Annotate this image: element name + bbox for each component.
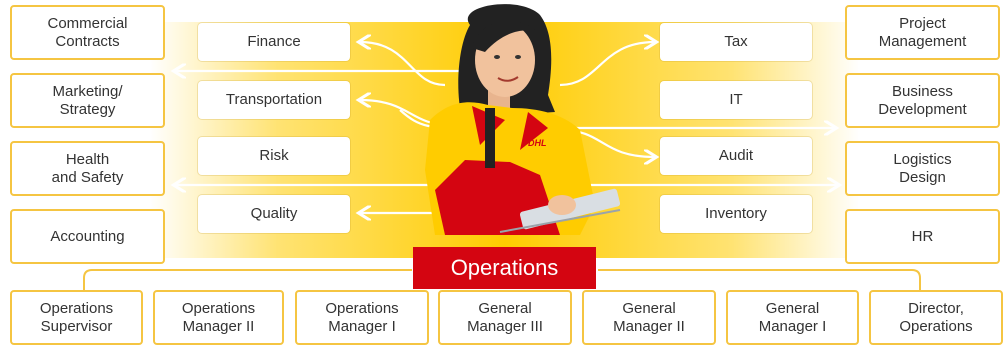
role-general-manager-ii: General Manager II: [582, 290, 716, 345]
area-transportation: Transportation: [198, 81, 350, 119]
area-marketing-strategy: Marketing/ Strategy: [10, 73, 165, 128]
area-project-management: Project Management: [845, 5, 1000, 60]
area-logistics-design: Logistics Design: [845, 141, 1000, 196]
area-inventory: Inventory: [660, 195, 812, 233]
area-accounting: Accounting: [10, 209, 165, 264]
area-business-development: Business Development: [845, 73, 1000, 128]
arrow-finance: [360, 42, 446, 87]
area-it: IT: [660, 81, 812, 119]
role-operations-supervisor: Operations Supervisor: [10, 290, 143, 345]
area-audit: Audit: [660, 137, 812, 175]
area-quality: Quality: [198, 195, 350, 233]
area-finance: Finance: [198, 23, 350, 61]
area-tax: Tax: [660, 23, 812, 61]
role-general-manager-i: General Manager I: [726, 290, 859, 345]
role-general-manager-iii: General Manager III: [438, 290, 572, 345]
area-commercial-contracts: Commercial Contracts: [10, 5, 165, 60]
area-risk: Risk: [198, 137, 350, 175]
role-operations-manager-i: Operations Manager I: [295, 290, 429, 345]
area-hr: HR: [845, 209, 1000, 264]
operations-label: Operations: [413, 247, 596, 289]
roles-bracket: [83, 269, 921, 290]
worker-illustration: DHL: [425, 4, 621, 235]
arrow-tax: [559, 42, 655, 87]
role-operations-manager-ii: Operations Manager II: [153, 290, 284, 345]
role-director-operations: Director, Operations: [869, 290, 1003, 345]
area-health-safety: Health and Safety: [10, 141, 165, 196]
svg-text:DHL: DHL: [528, 138, 547, 148]
